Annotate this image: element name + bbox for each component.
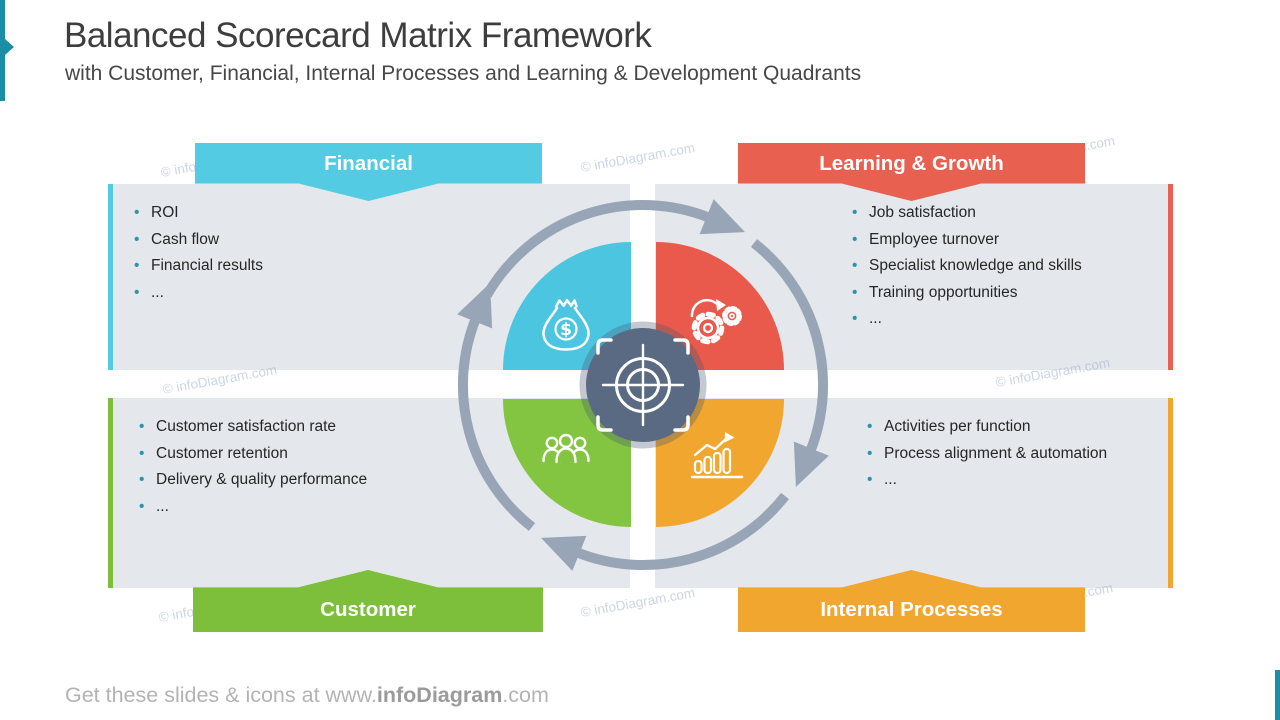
customer-banner-label: Customer <box>320 598 416 621</box>
customer-panel: Customer satisfaction rate Customer rete… <box>108 398 630 588</box>
list-item: ... <box>139 494 630 521</box>
top-left-accent-bar <box>0 0 5 101</box>
list-item: Customer satisfaction rate <box>139 414 630 441</box>
list-item: Job satisfaction <box>852 200 1168 227</box>
financial-list: ROI Cash flow Financial results ... <box>134 184 630 306</box>
internal-processes-list: Activities per function Process alignmen… <box>867 398 1168 494</box>
financial-banner-label: Financial <box>324 152 413 175</box>
watermark: © infoDiagram.com <box>579 585 697 620</box>
list-item: Cash flow <box>134 227 630 254</box>
list-item: Financial results <box>134 253 630 280</box>
list-item: ... <box>867 467 1168 494</box>
list-item: ... <box>134 280 630 307</box>
accent-arrow-icon <box>5 39 14 55</box>
footer-brand: infoDiagram <box>376 683 503 707</box>
bottom-right-accent-bar <box>1275 670 1280 720</box>
list-item: Employee turnover <box>852 227 1168 254</box>
internal-processes-panel: Activities per function Process alignmen… <box>655 398 1173 588</box>
list-item: ... <box>852 306 1168 333</box>
footer: Get these slides & icons at www.infoDiag… <box>65 683 549 708</box>
learning-growth-list: Job satisfaction Employee turnover Speci… <box>852 184 1168 333</box>
footer-suffix: .com <box>502 683 549 707</box>
financial-panel: ROI Cash flow Financial results ... <box>108 184 630 370</box>
internal-processes-banner-label: Internal Processes <box>820 598 1003 621</box>
list-item: Delivery & quality performance <box>139 467 630 494</box>
learning-growth-banner-label: Learning & Growth <box>819 152 1004 175</box>
list-item: Process alignment & automation <box>867 441 1168 468</box>
page-subtitle: with Customer, Financial, Internal Proce… <box>65 62 862 85</box>
list-item: ROI <box>134 200 630 227</box>
customer-list: Customer satisfaction rate Customer rete… <box>139 398 630 520</box>
page-title: Balanced Scorecard Matrix Framework <box>64 16 652 55</box>
learning-growth-panel: Job satisfaction Employee turnover Speci… <box>655 184 1173 370</box>
list-item: Training opportunities <box>852 280 1168 307</box>
list-item: Specialist knowledge and skills <box>852 253 1168 280</box>
list-item: Customer retention <box>139 441 630 468</box>
watermark: © infoDiagram.com <box>579 140 697 175</box>
list-item: Activities per function <box>867 414 1168 441</box>
footer-text: Get these slides & icons at www. <box>65 683 377 707</box>
